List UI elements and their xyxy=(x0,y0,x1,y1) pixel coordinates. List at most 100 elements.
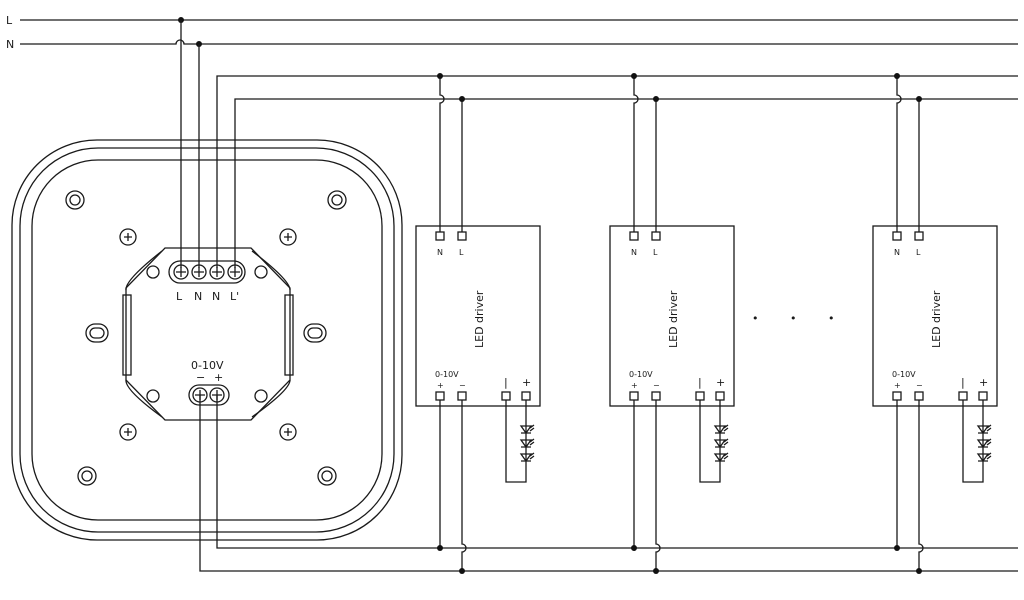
line-n-label: N xyxy=(6,38,14,51)
wire-n xyxy=(439,76,445,232)
junction-dot xyxy=(631,73,637,79)
terminal-icon xyxy=(457,391,467,401)
dimmer-switch: L N N L' 0-10V − + xyxy=(11,139,403,541)
output-minus-label: | xyxy=(698,376,702,389)
wire-control-minus xyxy=(655,400,661,571)
terminal-icon xyxy=(715,391,725,401)
junction-dot xyxy=(894,73,900,79)
terminal-label: N xyxy=(194,290,202,303)
output-plus-label: + xyxy=(522,376,531,389)
driver-title: LED driver xyxy=(667,290,680,348)
junction-dot xyxy=(459,96,465,102)
terminal-icon xyxy=(892,391,902,401)
control-label: 0-10V xyxy=(435,370,459,379)
terminal-icon xyxy=(892,231,902,241)
terminal-label: N xyxy=(212,290,220,303)
control-plus-label: + xyxy=(437,381,444,390)
n-label: N xyxy=(631,248,637,257)
wire-control-minus xyxy=(918,400,924,571)
mains-terminal-block xyxy=(168,260,246,284)
terminal-icon xyxy=(629,231,639,241)
terminal-icon xyxy=(914,231,924,241)
led-driver: N L LED driver 0-10V + − | + xyxy=(609,73,735,574)
bus-control-plus xyxy=(216,395,1018,549)
bus-l-switched xyxy=(234,98,1018,268)
wire-control-minus xyxy=(461,400,467,571)
junction-dot xyxy=(653,568,659,574)
led-driver: N L LED driver 0-10V + − | + xyxy=(415,73,541,574)
led-icon xyxy=(976,438,992,449)
terminal-label: L xyxy=(176,290,183,303)
bus-control-minus xyxy=(199,395,1018,572)
n-label: N xyxy=(437,248,443,257)
led-loop xyxy=(962,400,984,483)
led-icon xyxy=(713,424,729,435)
terminal-icon xyxy=(978,391,988,401)
n-label: N xyxy=(894,248,900,257)
wire-n xyxy=(896,76,902,232)
junction-dot xyxy=(916,568,922,574)
control-minus-label: − xyxy=(653,381,660,390)
line-l-label: L xyxy=(6,14,13,27)
junction-dot xyxy=(653,96,659,102)
junction-dot xyxy=(894,545,900,551)
control-minus-label: − xyxy=(196,371,205,384)
terminal-label: L' xyxy=(230,290,239,303)
output-minus-label: | xyxy=(504,376,508,389)
junction-dot xyxy=(459,568,465,574)
output-minus-label: | xyxy=(961,376,965,389)
driver-box xyxy=(415,225,541,407)
control-minus-label: − xyxy=(459,381,466,390)
bus-n xyxy=(216,75,1018,268)
terminal-icon xyxy=(501,391,511,401)
junction-dot xyxy=(437,73,443,79)
slot-icon xyxy=(85,323,327,343)
terminal-icon xyxy=(695,391,705,401)
terminal-icon xyxy=(521,391,531,401)
led-icon xyxy=(713,438,729,449)
ellipsis: • • • xyxy=(752,312,848,325)
control-plus-label: + xyxy=(214,371,223,384)
terminal-screw-icon xyxy=(173,264,243,280)
control-plus-label: + xyxy=(631,381,638,390)
l-label: L xyxy=(653,248,658,257)
screw-icon xyxy=(119,228,297,441)
terminal-icon xyxy=(457,231,467,241)
driver-title: LED driver xyxy=(930,290,943,348)
driver-box xyxy=(609,225,735,407)
junction-dot xyxy=(916,96,922,102)
l-label: L xyxy=(916,248,921,257)
terminal-icon xyxy=(629,391,639,401)
terminal-icon xyxy=(958,391,968,401)
led-icon xyxy=(519,452,535,463)
control-plus-label: + xyxy=(894,381,901,390)
mounting-hole-icon xyxy=(65,190,347,486)
led-icon xyxy=(519,438,535,449)
control-terminal-block xyxy=(188,384,230,406)
l-label: L xyxy=(459,248,464,257)
junction-dot xyxy=(437,545,443,551)
led-icon xyxy=(976,452,992,463)
terminal-icon xyxy=(435,231,445,241)
wire-n xyxy=(633,76,639,232)
line-n xyxy=(20,39,1018,45)
control-label: 0-10V xyxy=(629,370,653,379)
driver-title: LED driver xyxy=(473,290,486,348)
led-loop xyxy=(505,400,527,483)
driver-box xyxy=(872,225,998,407)
output-plus-label: + xyxy=(979,376,988,389)
led-icon xyxy=(976,424,992,435)
control-label: 0-10V xyxy=(191,359,224,372)
terminal-icon xyxy=(651,391,661,401)
control-label: 0-10V xyxy=(892,370,916,379)
terminal-icon xyxy=(435,391,445,401)
output-plus-label: + xyxy=(716,376,725,389)
terminal-icon xyxy=(914,391,924,401)
junction-dot xyxy=(631,545,637,551)
led-icon xyxy=(713,452,729,463)
led-loop xyxy=(699,400,721,483)
led-icon xyxy=(519,424,535,435)
module-body xyxy=(125,247,291,421)
